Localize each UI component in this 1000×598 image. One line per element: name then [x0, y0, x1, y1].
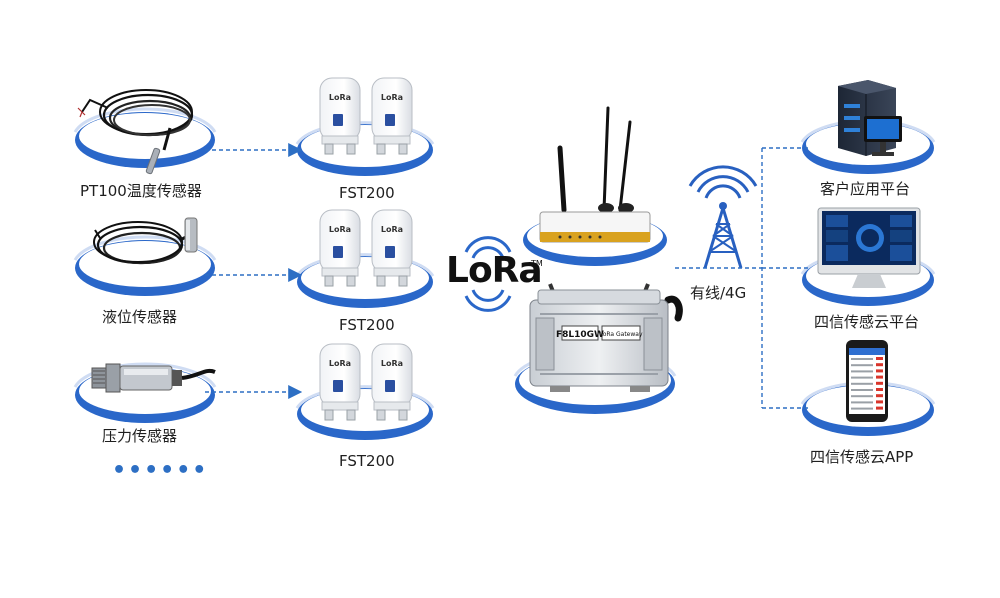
node-label-3: FST200 [339, 452, 395, 470]
phone-list-badge [876, 363, 883, 367]
node-label-1: FST200 [339, 184, 395, 202]
node-ring-3 [295, 385, 435, 440]
platform-label-3: 四信传感云APP [810, 448, 914, 466]
pressure-sensor-label: 压力传感器 [102, 427, 178, 445]
gateway-badge-text: LoRa Gateway [599, 331, 642, 338]
fst200-device-brand: LoRa [381, 93, 403, 102]
phone-list-row [851, 370, 873, 373]
lora-router-image [539, 106, 651, 243]
monitor-icon [864, 116, 902, 156]
gateway-model-text: F8L10GW [556, 330, 604, 340]
fst200-device: LoRa [319, 77, 361, 155]
lora-logo-trademark: TM [531, 259, 543, 268]
phone-list-row [851, 389, 873, 391]
level-sensor-image [93, 217, 198, 265]
fst200-device: LoRa [319, 343, 361, 421]
phone-list-row [851, 395, 873, 398]
node-ring-1 [295, 121, 435, 176]
level-sensor-label: 液位传感器 [102, 308, 178, 326]
phone-list-badge [876, 357, 883, 360]
lora-signal-icon [464, 236, 512, 312]
fst200-device-brand: LoRa [381, 359, 403, 368]
phone-list-row [851, 382, 873, 385]
phone-list-badge [876, 381, 883, 385]
more-sensors-indicator: •••••• [112, 458, 209, 483]
phone-list-badge [876, 388, 883, 391]
phone-list-badge [876, 375, 883, 379]
platform-label-1: 客户应用平台 [820, 180, 911, 198]
phone-list-row [851, 407, 873, 410]
node-device-pair-2: LoRa LoRa [319, 209, 413, 287]
phone-list-badge [876, 369, 883, 373]
fst200-device-brand: LoRa [329, 359, 351, 368]
pressure-sensor-image [91, 363, 216, 393]
platform-ring-3 [800, 381, 936, 436]
phone-list-badge [876, 400, 883, 404]
node-ring-2 [295, 253, 435, 308]
fst200-device: LoRa [319, 209, 361, 287]
phone-list-row [851, 364, 873, 367]
uplink-label: 有线/4G [690, 284, 747, 302]
phone-list-badge [876, 406, 883, 410]
fst200-device: LoRa [371, 77, 413, 155]
lora-logo-text: LoRa [446, 250, 543, 291]
sensor-ring-1 [73, 107, 217, 168]
node-device-pair-3: LoRa LoRa [319, 343, 413, 421]
pt100-sensor-image [77, 89, 194, 175]
mobile-app-icon [846, 340, 888, 422]
phone-list-row [851, 376, 873, 379]
fst200-device-brand: LoRa [329, 225, 351, 234]
node-label-2: FST200 [339, 316, 395, 334]
sensor-to-node-arrows [205, 143, 303, 399]
phone-list-row [851, 401, 873, 404]
lora-gateway-image: F8L10GW LoRa Gateway [529, 283, 683, 392]
desktop-dashboard-icon [817, 207, 921, 288]
phone-list-badge [876, 394, 883, 398]
fst200-device-brand: LoRa [329, 93, 351, 102]
uplink-connectors [675, 147, 808, 409]
node-device-pair-1: LoRa LoRa [319, 77, 413, 155]
fst200-device: LoRa [371, 343, 413, 421]
fst200-device: LoRa [371, 209, 413, 287]
platform-label-2: 四信传感云平台 [814, 313, 920, 331]
cell-tower-icon [688, 165, 758, 269]
pt100-sensor-label: PT100温度传感器 [80, 182, 202, 200]
phone-list-row [851, 358, 873, 360]
fst200-device-brand: LoRa [381, 225, 403, 234]
